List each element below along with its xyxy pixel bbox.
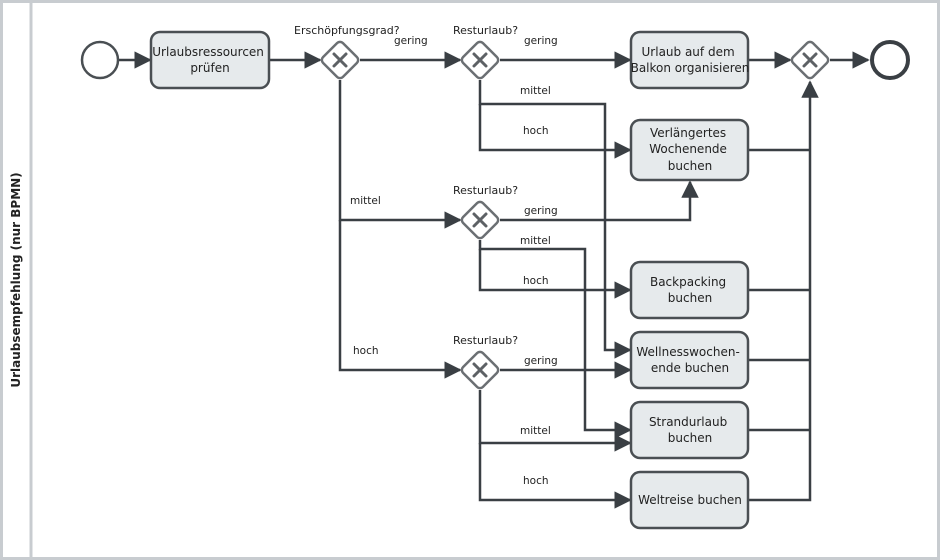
flow-label-v1-high: hoch bbox=[523, 125, 549, 137]
task-line: prüfen bbox=[190, 61, 229, 75]
flow-v2-mid bbox=[478, 240, 632, 439]
task-line: Backpacking bbox=[650, 275, 726, 289]
task-line: Verlängertes bbox=[650, 126, 726, 140]
gateway-label-vacation-1: Resturlaub? bbox=[453, 24, 518, 37]
end-event[interactable] bbox=[870, 40, 910, 80]
lane-title: Urlaubsempfehlung (nur BPMN) bbox=[9, 172, 23, 387]
gateway-vacation-1[interactable] bbox=[460, 40, 500, 80]
svg-text:Strandurlaub buchen: Strandurlaub buchen bbox=[649, 415, 731, 445]
task-line: Wellnesswochen- bbox=[636, 345, 739, 359]
flow-label-exh-low: gering bbox=[394, 35, 428, 47]
flow-label-v1-mid: mittel bbox=[520, 85, 551, 97]
flow-label-v2-low: gering bbox=[524, 205, 558, 217]
task-line: Weltreise buchen bbox=[638, 493, 742, 507]
flow-exhaustion-high bbox=[338, 220, 462, 379]
task-line: Balkon organisieren bbox=[631, 61, 750, 75]
task-line: Urlaub auf dem bbox=[642, 45, 735, 59]
x-icon bbox=[802, 52, 818, 68]
gateway-label-vacation-2: Resturlaub? bbox=[453, 184, 518, 197]
task-line: Urlaubsressourcen bbox=[152, 45, 264, 59]
task-line: buchen bbox=[668, 159, 712, 173]
flow-label-v3-mid: mittel bbox=[520, 425, 551, 437]
gateway-vacation-3[interactable] bbox=[460, 350, 500, 390]
task-line: buchen bbox=[668, 431, 712, 445]
flow-v1-mid bbox=[478, 80, 632, 359]
flow-label-v1-low: gering bbox=[524, 35, 558, 47]
gateway-exhaustion[interactable] bbox=[320, 40, 360, 80]
flow-label-exh-mid: mittel bbox=[350, 195, 381, 207]
gateway-label-exhaustion: Erschöpfungsgrad? bbox=[294, 24, 400, 37]
flow-collector bbox=[748, 80, 819, 502]
gateway-vacation-2[interactable] bbox=[460, 200, 500, 240]
task-wellness[interactable]: Wellnesswochen- ende buchen bbox=[629, 330, 750, 390]
flow-label-v3-high: hoch bbox=[523, 475, 549, 487]
svg-text:Urlaub auf dem Balkon or: Urlaub auf dem Balkon organisieren bbox=[631, 45, 750, 75]
gateway-label-vacation-3: Resturlaub? bbox=[453, 334, 518, 347]
gateway-join[interactable] bbox=[790, 40, 830, 80]
task-line: buchen bbox=[668, 291, 712, 305]
flow-v2-low bbox=[500, 180, 699, 222]
task-beach[interactable]: Strandurlaub buchen bbox=[629, 400, 750, 460]
x-icon bbox=[472, 212, 488, 228]
task-long-weekend[interactable]: Verlängertes Wochenende buchen bbox=[629, 118, 750, 182]
svg-text:Verlängertes Wochenende: Verlängertes Wochenende buchen bbox=[649, 126, 731, 173]
flow-label-exh-high: hoch bbox=[353, 345, 379, 357]
start-event[interactable] bbox=[80, 40, 120, 80]
flow-label-v2-high: hoch bbox=[523, 275, 549, 287]
sequence-flows bbox=[119, 51, 870, 509]
svg-text:Backpacking buchen: Backpacking buchen bbox=[650, 275, 730, 305]
task-line: ende buchen bbox=[651, 361, 729, 375]
svg-text:Urlaubsressourcen prüfen: Urlaubsressourcen prüfen bbox=[152, 45, 267, 75]
x-icon bbox=[472, 52, 488, 68]
x-icon bbox=[332, 52, 348, 68]
flow-v1-high bbox=[478, 104, 632, 159]
svg-text:Wellnesswochen- ende buc: Wellnesswochen- ende buchen bbox=[636, 345, 743, 375]
task-check-resources[interactable]: Urlaubsressourcen prüfen bbox=[149, 30, 271, 90]
flow-v3-high bbox=[478, 443, 632, 509]
task-world-trip[interactable]: Weltreise buchen bbox=[629, 470, 750, 530]
task-line: Wochenende bbox=[649, 142, 727, 156]
flow-v2-high bbox=[478, 249, 632, 299]
task-balcony[interactable]: Urlaub auf dem Balkon organisieren bbox=[629, 30, 750, 90]
flow-v3-mid bbox=[478, 390, 632, 452]
task-line: Strandurlaub bbox=[649, 415, 727, 429]
x-icon bbox=[472, 362, 488, 378]
task-backpacking[interactable]: Backpacking buchen bbox=[629, 260, 750, 320]
flow-label-v2-mid: mittel bbox=[520, 235, 551, 247]
flow-label-v3-low: gering bbox=[524, 355, 558, 367]
